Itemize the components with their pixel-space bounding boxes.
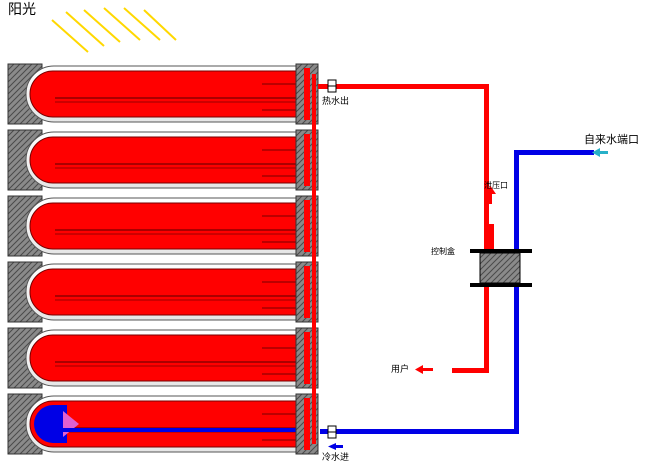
- collector-tube: [7, 63, 301, 125]
- sunlight-rays: [51, 7, 177, 53]
- control-box-label: 控制盒: [431, 246, 455, 256]
- collector-tubes: [7, 63, 318, 455]
- pressure-relief-label: 泄压口: [484, 180, 508, 190]
- tap-water-arrow: [592, 148, 608, 157]
- control-box: [470, 249, 532, 287]
- user-label: 用户: [391, 363, 409, 375]
- hot-water-pipe: [318, 84, 494, 373]
- pressure-relief-arrow: [485, 186, 496, 204]
- hot-water-valve: [327, 79, 337, 93]
- sunlight-label: 阳光: [8, 2, 36, 18]
- collector-tube: [7, 261, 301, 323]
- cold-water-in-label: 冷水进: [322, 451, 349, 463]
- collector-tube: [7, 327, 301, 389]
- collector-tube: [7, 393, 318, 455]
- cold-water-pipe: [320, 150, 594, 434]
- hot-water-out-label: 热水出: [322, 95, 349, 107]
- cold-water-valve: [327, 425, 343, 450]
- right-manifold: [295, 63, 319, 455]
- collector-tube: [7, 129, 301, 191]
- tap-water-port-label: 自来水端口: [584, 133, 639, 146]
- collector-tube: [7, 195, 301, 257]
- user-arrow: [415, 365, 433, 374]
